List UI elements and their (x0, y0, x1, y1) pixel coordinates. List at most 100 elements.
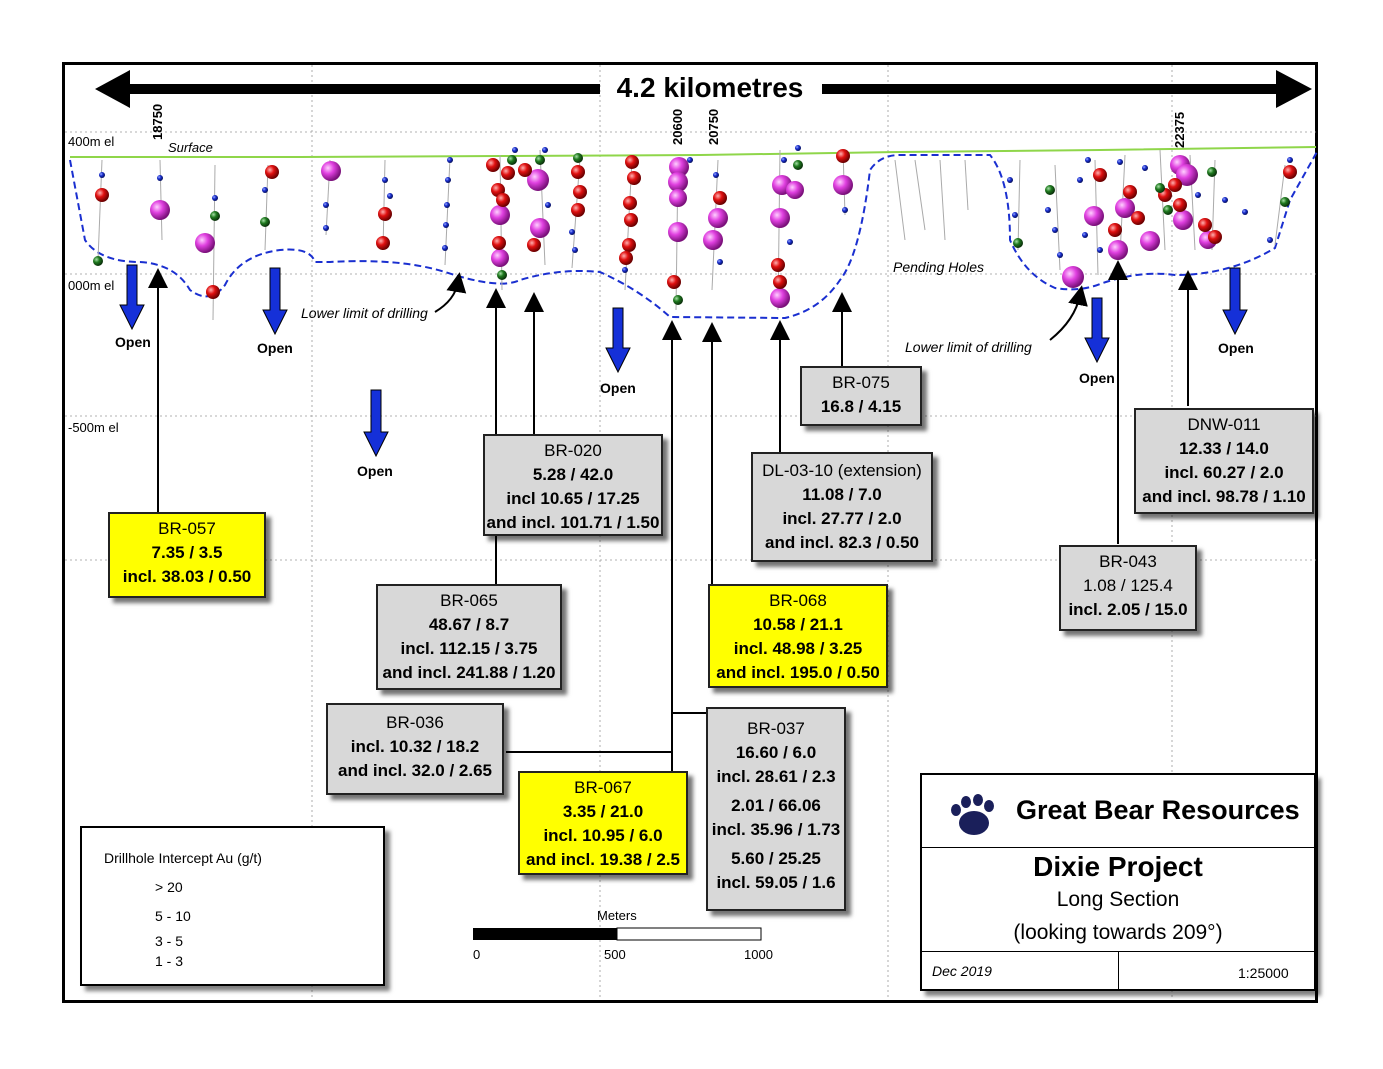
intercept-line: incl. 112.15 / 3.75 (400, 639, 538, 658)
intercept-box-br075: BR-075 16.8 / 4.15 (800, 366, 922, 426)
lower-limit-label-2: Lower limit of drilling (905, 339, 1032, 355)
intercept-line: incl. 10.95 / 6.0 (543, 826, 663, 845)
hole-name: BR-036 (386, 713, 444, 732)
distance-arrow (95, 70, 1312, 108)
intercept-line: incl. 27.77 / 2.0 (782, 509, 902, 528)
intercept-line: incl 10.65 / 17.25 (506, 489, 640, 508)
project-name: Dixie Project (1033, 851, 1203, 882)
intercept-line: 10.58 / 21.1 (753, 615, 843, 634)
legend-item-label: 1 - 3 (155, 953, 184, 969)
open-label-4: Open (357, 463, 393, 479)
intercept-line: incl. 35.96 / 1.73 (711, 820, 841, 839)
intercept-line: 5.28 / 42.0 (532, 465, 614, 484)
legend: Drillhole Intercept Au (g/t) > 20 5 - 10… (80, 826, 385, 986)
surface-label: Surface (168, 140, 213, 155)
open-arrows (119, 264, 1248, 458)
legend-item-label: 5 - 10 (155, 908, 191, 924)
divider (1118, 951, 1119, 989)
intercept-box-br020: BR-020 5.28 / 42.0 incl 10.65 / 17.25 an… (483, 434, 663, 536)
hole-name: DNW-011 (1187, 415, 1261, 434)
company-name: Great Bear Resources (1016, 795, 1300, 825)
divider (922, 847, 1314, 848)
intercept-line: incl. 59.05 / 1.6 (716, 873, 836, 892)
title-block: Great Bear Resources Dixie Project Long … (920, 773, 1316, 991)
intercept-line: 11.08 / 7.0 (802, 485, 882, 504)
elevation-000: 000m el (68, 278, 115, 293)
surface-line (70, 146, 1317, 158)
scale-tick-1000: 1000 (744, 947, 773, 962)
bear-paw-icon (951, 794, 994, 835)
open-label-2: Open (257, 340, 293, 356)
legend-item-label: 3 - 5 (155, 933, 184, 949)
intercept-line: 2.01 / 66.06 (731, 796, 821, 815)
lower-limit-left (69, 149, 1319, 320)
hole-name: BR-043 (1099, 552, 1157, 571)
intercept-line: and incl. 19.38 / 2.5 (525, 850, 681, 869)
intercept-line: and incl. 101.71 / 1.50 (486, 513, 660, 532)
elevation-400: 400m el (68, 134, 115, 149)
intercept-box-dl0310: DL-03-10 (extension) 11.08 / 7.0 incl. 2… (751, 452, 933, 562)
intercept-box-br065: BR-065 48.67 / 8.7 incl. 112.15 / 3.75 a… (376, 584, 562, 690)
intercept-line: 16.60 / 6.0 (735, 743, 817, 762)
intercept-line: 7.35 / 3.5 (151, 543, 223, 562)
hole-name: DL-03-10 (extension) (762, 461, 922, 480)
intercept-line: and incl. 32.0 / 2.65 (337, 761, 493, 780)
intercept-box-br057: BR-057 7.35 / 3.5 incl. 38.03 / 0.50 (108, 512, 266, 598)
intercept-line: incl. 2.05 / 15.0 (1068, 600, 1188, 619)
grid-label-20750: 20750 (706, 108, 721, 145)
intercept-spheres (93, 145, 1297, 308)
scale-title: Meters (597, 908, 637, 923)
map-date: Dec 2019 (932, 963, 992, 979)
elevation-minus500: -500m el (68, 420, 119, 435)
intercept-line: and incl. 98.78 / 1.10 (1142, 487, 1306, 506)
lower-limit-label-1: Lower limit of drilling (301, 305, 428, 321)
hole-name: BR-067 (574, 778, 632, 797)
scale-tick-500: 500 (604, 947, 626, 962)
hole-name: BR-068 (769, 591, 827, 610)
intercept-line: 48.67 / 8.7 (428, 615, 510, 634)
intercept-line: and incl. 241.88 / 1.20 (382, 663, 556, 682)
intercept-box-br068: BR-068 10.58 / 21.1 incl. 48.98 / 3.25 a… (708, 584, 888, 688)
intercept-line: incl. 10.32 / 18.2 (350, 737, 480, 756)
intercept-line: incl. 38.03 / 0.50 (122, 567, 252, 586)
pending-holes-label: Pending Holes (893, 259, 985, 275)
hole-name: BR-037 (747, 719, 805, 738)
intercept-line: incl. 48.98 / 3.25 (733, 639, 863, 658)
distance-label: 4.2 kilometres (616, 72, 804, 103)
open-label-3: Open (600, 380, 636, 396)
intercept-line: and incl. 82.3 / 0.50 (764, 533, 920, 552)
intercept-line: 12.33 / 14.0 (1179, 439, 1269, 458)
grid-lines (65, 65, 1316, 1000)
map-scale: 1:25000 (1238, 965, 1289, 981)
hole-name: BR-065 (440, 591, 498, 610)
hole-name: BR-020 (544, 441, 602, 460)
intercept-line: 1.08 / 125.4 (1083, 576, 1173, 595)
hole-name: BR-075 (832, 373, 890, 392)
leader-arrows (148, 260, 1198, 771)
open-label-5: Open (1079, 370, 1115, 386)
intercept-box-br043: BR-043 1.08 / 125.4 incl. 2.05 / 15.0 (1059, 545, 1197, 631)
intercept-box-br067: BR-067 3.35 / 21.0 incl. 10.95 / 6.0 and… (518, 771, 688, 875)
open-label-1: Open (115, 334, 151, 350)
intercept-line: 3.35 / 21.0 (562, 802, 644, 821)
intercept-line: 5.60 / 25.25 (731, 849, 821, 868)
grid-label-20600: 20600 (670, 108, 685, 145)
section-type: Long Section (1056, 888, 1180, 911)
intercept-box-br036: BR-036 incl. 10.32 / 18.2 and incl. 32.0… (326, 703, 504, 795)
intercept-line: 16.8 / 4.15 (820, 397, 902, 416)
scale-bar (473, 927, 762, 941)
intercept-line: and incl. 195.0 / 0.50 (716, 663, 880, 682)
intercept-box-br037: BR-037 16.60 / 6.0 incl. 28.61 / 2.3 2.0… (706, 707, 846, 911)
legend-item-label: > 20 (155, 879, 183, 895)
intercept-box-dnw011: DNW-011 12.33 / 14.0 incl. 60.27 / 2.0 a… (1134, 408, 1314, 514)
grid-label-22375: 22375 (1172, 111, 1187, 148)
scale-tick-0: 0 (473, 947, 481, 962)
intercept-line: incl. 28.61 / 2.3 (716, 767, 836, 786)
intercept-line: incl. 60.27 / 2.0 (1164, 463, 1284, 482)
open-label-6: Open (1218, 340, 1254, 356)
grid-label-18750: 18750 (150, 103, 165, 140)
looking-direction: (looking towards 209°) (1013, 921, 1223, 944)
legend-title: Drillhole Intercept Au (g/t) (104, 850, 262, 866)
hole-name: BR-057 (158, 519, 216, 538)
